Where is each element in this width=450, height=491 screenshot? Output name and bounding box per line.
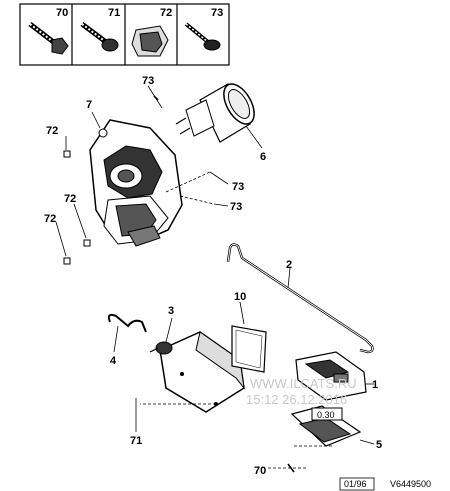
lock-housing — [89, 111, 183, 247]
callout-4: 4 — [110, 355, 117, 367]
callout-1: 1 — [372, 379, 378, 391]
footer-ref: V6449500 — [390, 479, 431, 489]
callout-70: 70 — [254, 465, 266, 477]
callout-7: 7 — [86, 99, 92, 111]
footer-date: 01/96 — [344, 479, 367, 489]
screw-icon — [80, 22, 119, 52]
self-tapping-screw-icon — [184, 22, 221, 51]
callout-5: 5 — [376, 439, 382, 451]
callout-2: 2 — [286, 259, 292, 271]
legend-ref-70: 70 — [56, 7, 68, 19]
callout-73-mid: 73 — [232, 181, 244, 193]
legend-ref-71: 71 — [108, 7, 120, 19]
bolt-icon — [28, 22, 69, 55]
callout-73-low: 73 — [230, 201, 242, 213]
bracket — [295, 351, 374, 401]
plate-text: 0.30 — [317, 410, 335, 420]
mounting-plate: 0.30 — [290, 405, 375, 447]
foam-pad — [231, 301, 267, 373]
lock-cylinder — [175, 83, 263, 149]
legend-strip: 70 71 72 73 — [19, 3, 230, 66]
callout-72-low: 72 — [44, 213, 56, 225]
legend-ref-73: 73 — [211, 7, 223, 19]
spring-clip — [107, 313, 147, 353]
callout-72-top: 72 — [46, 125, 58, 137]
control-rod — [226, 243, 374, 354]
watermark-site: WWW.ILCATS.RU — [250, 376, 357, 391]
clip-nut-icon — [131, 25, 169, 57]
callout-71: 71 — [130, 435, 142, 447]
legend-ref-72: 72 — [160, 7, 172, 19]
leaders — [55, 85, 306, 473]
actuator — [135, 317, 245, 432]
callout-6: 6 — [260, 151, 266, 163]
callout-10: 10 — [234, 291, 246, 303]
callout-3: 3 — [168, 305, 174, 317]
callout-72-mid: 72 — [64, 193, 76, 205]
callout-73-top: 73 — [142, 75, 154, 87]
watermark-timestamp: 15:12 26.12.2016 — [246, 392, 347, 407]
